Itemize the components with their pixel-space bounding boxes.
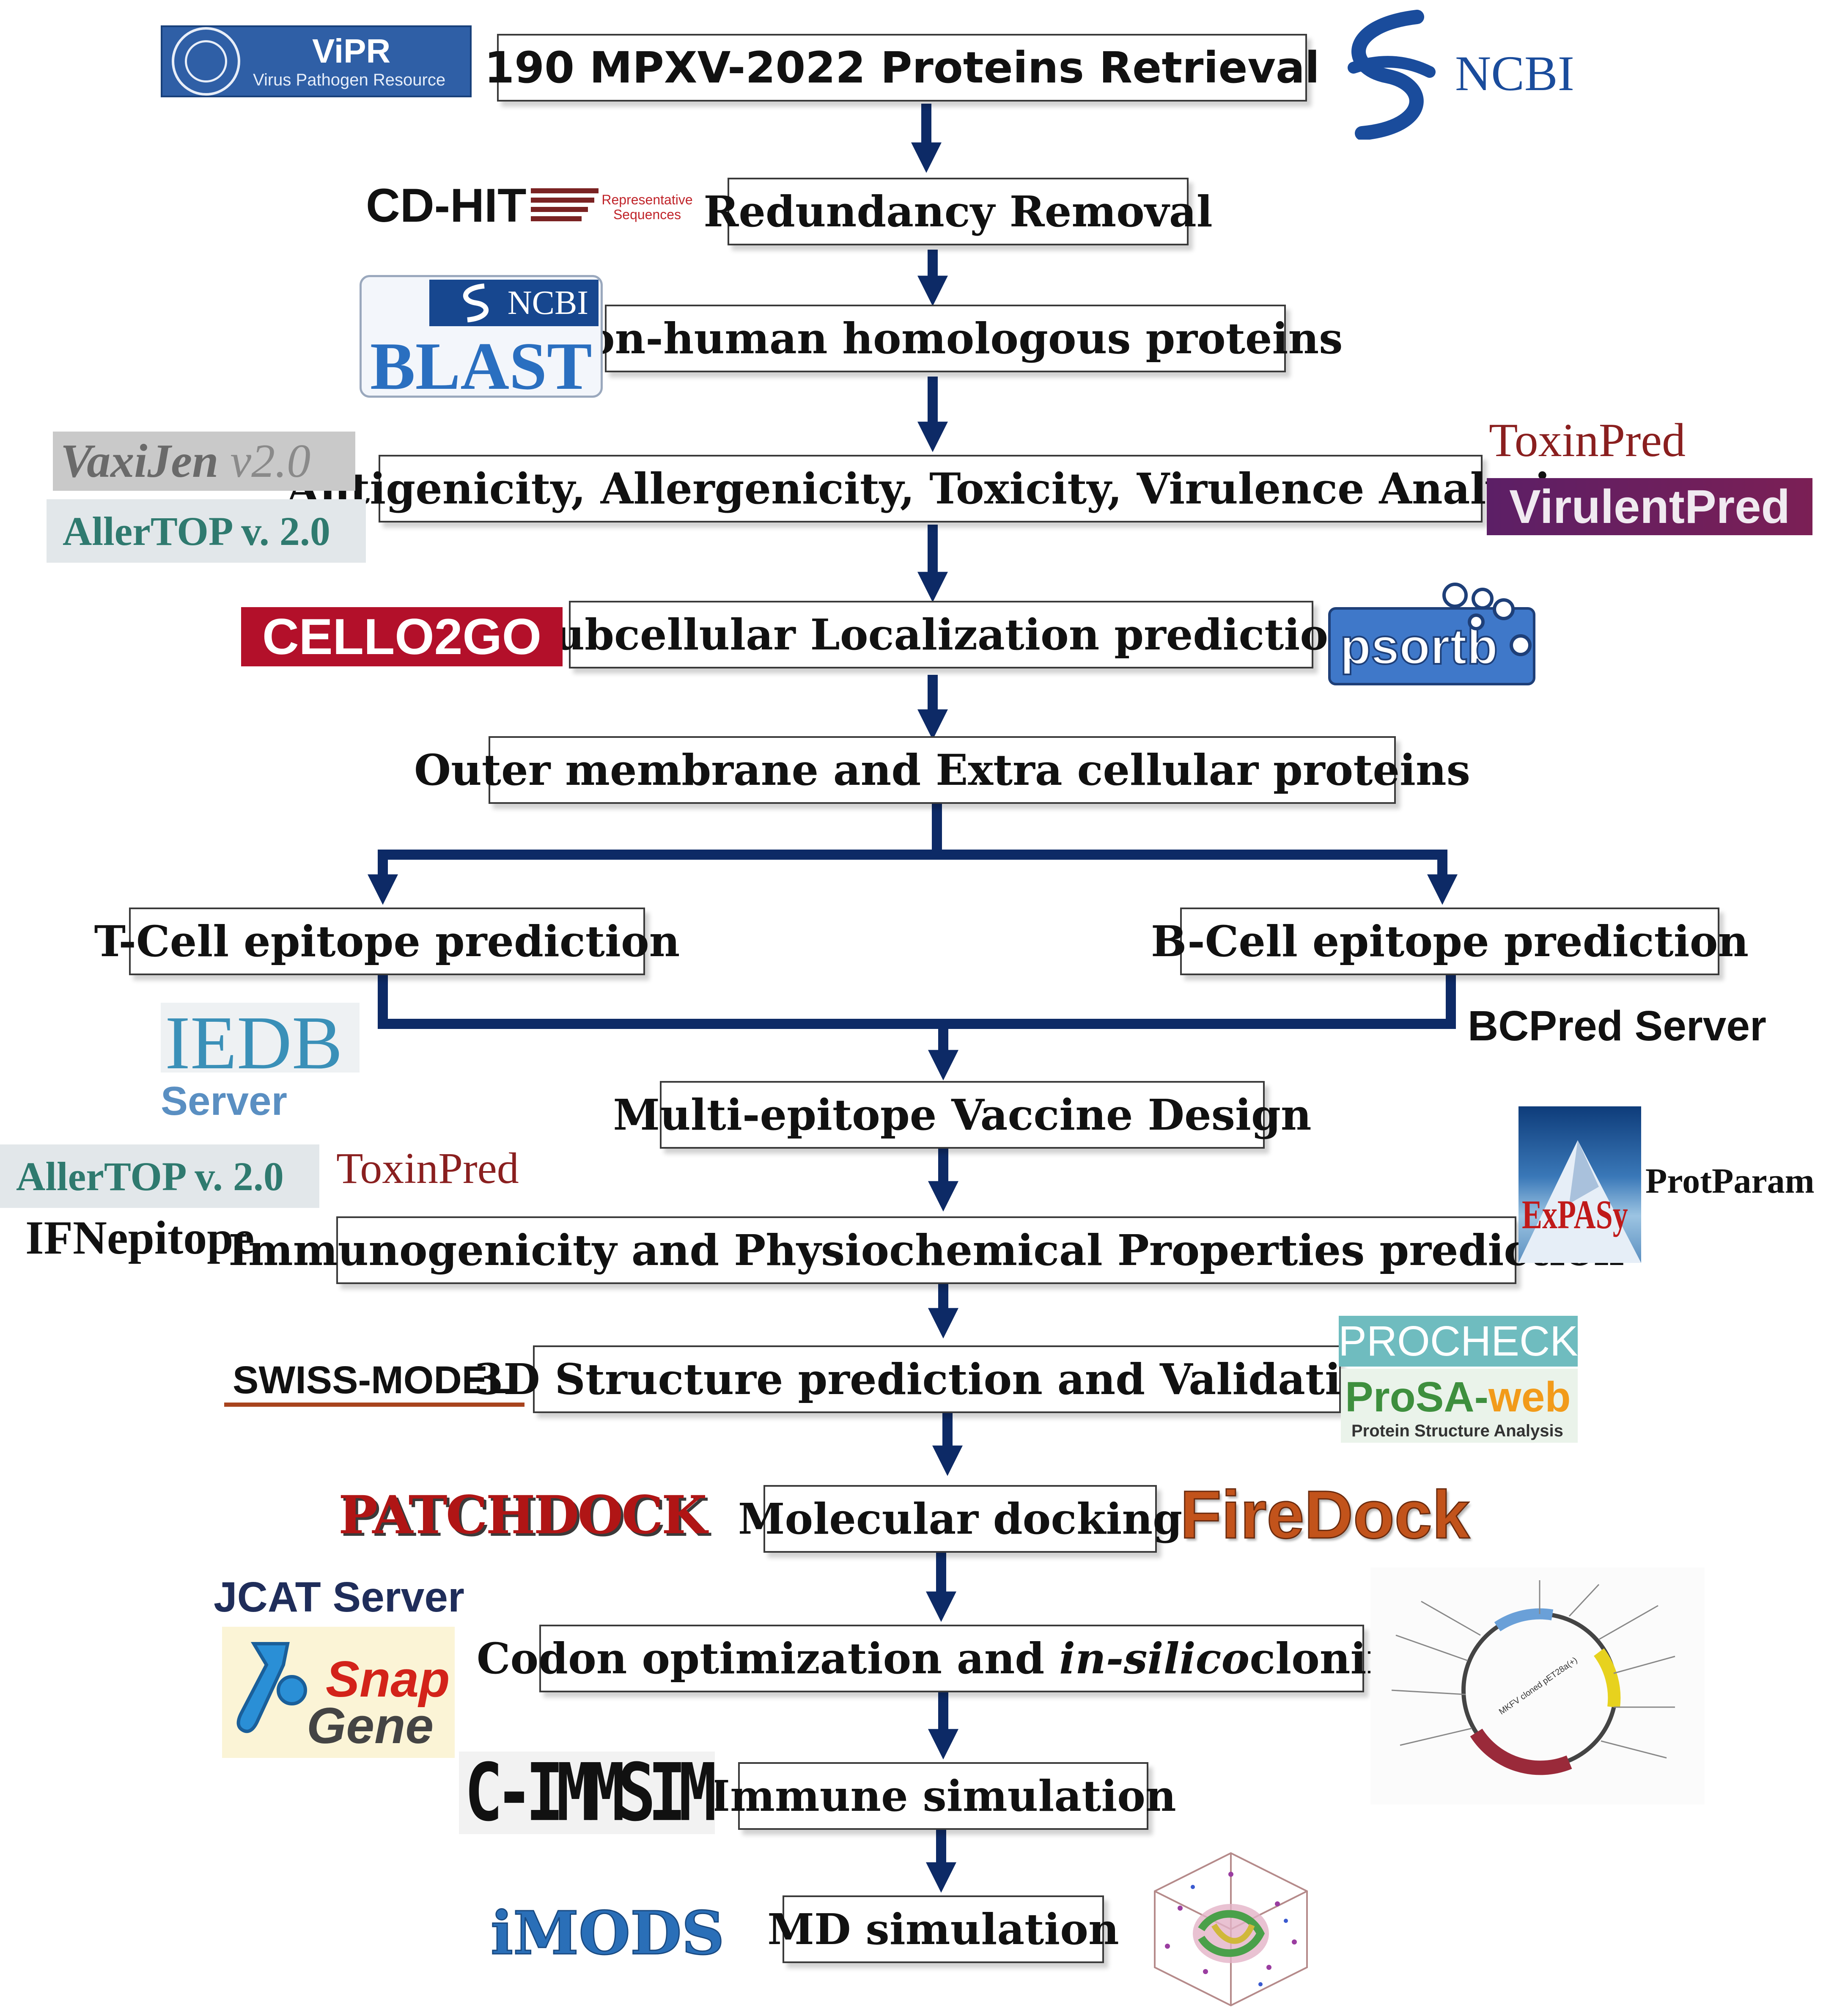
vipr-title: ViPR: [312, 32, 391, 70]
step-outer-membrane: Outer membrane and Extra cellular protei…: [414, 736, 1470, 804]
prosa-logo: ProSA-web Protein Structure Analysis: [1341, 1369, 1578, 1443]
prosa-web-text: web: [1488, 1373, 1571, 1421]
procheck-logo: PROCHECK: [1338, 1316, 1578, 1367]
prosa-text: ProSA-: [1345, 1373, 1488, 1421]
step-t-cell-epitope: T-Cell epitope prediction: [94, 908, 680, 975]
blast-ncbi-text: NCBI: [507, 284, 588, 322]
blast-logo: NCBI BLAST: [360, 275, 603, 404]
blast-ncbi-bar: NCBI: [429, 280, 599, 326]
cdhit-tagline: Representative Sequences: [601, 192, 693, 223]
jcat-label: JCAT Server: [214, 1573, 464, 1621]
branch-merge: [378, 975, 1456, 1029]
expasy-text: ExPASy: [1522, 1192, 1628, 1237]
step-immune-simulation: Immune simulation: [710, 1762, 1176, 1830]
snapgene-logo: Snap Gene: [222, 1627, 455, 1758]
branch-split: [368, 804, 942, 905]
vaxijen-logo: VaxiJen v2.0: [53, 432, 355, 491]
ifnepitope-logo: IFNepitope: [25, 1212, 255, 1264]
step-md-simulation: MD simulation: [767, 1895, 1119, 1963]
blast-helix-icon: [463, 283, 489, 322]
step-redundancy-removal: Redundancy Removal: [703, 178, 1213, 245]
cdhit-logo: CD-HIT: [366, 179, 527, 232]
virulentpred-text: VirulentPred: [1509, 480, 1790, 533]
virulentpred-logo: VirulentPred: [1487, 478, 1812, 535]
protparam-label: ProtParam: [1645, 1161, 1815, 1201]
iedb-server-label: Server: [161, 1078, 287, 1124]
step-immunogenicity: Immunogenicity and Physiochemical Proper…: [228, 1216, 1624, 1284]
step-non-human-homologous: Non-human homologous proteins: [548, 305, 1343, 372]
vaxijen-text: VaxiJen: [60, 435, 219, 487]
ncbi-label: NCBI: [1455, 46, 1574, 101]
allertop2-text: AllerTOP v. 2.0: [16, 1153, 284, 1199]
step-codon-optimization: Codon optimization and in-silico cloning: [477, 1625, 1427, 1692]
step-b-cell-epitope: B-Cell epitope prediction: [1151, 908, 1749, 975]
vipr-subtitle: Virus Pathogen Resource: [253, 71, 446, 89]
vaxijen-version: v2.0: [230, 435, 311, 487]
swissmodel-logo: SWISS-MODEL: [224, 1354, 524, 1407]
patchdock-logo: PATCHDOCK: [338, 1485, 707, 1546]
cimmsim-text: C-IMMSIM: [464, 1746, 717, 1839]
procheck-text: PROCHECK: [1338, 1317, 1578, 1365]
step-antigenicity-analysis: Antigenicity, Allergenicity, Toxicity, V…: [287, 455, 1574, 523]
swissmodel-text: SWISS-MODEL: [233, 1359, 512, 1402]
snap-text: Snap: [326, 1651, 450, 1708]
mountain-icon: [1518, 1140, 1641, 1263]
expasy-logo: ExPASy: [1518, 1106, 1641, 1263]
plasmid-map-icon: MKFV cloned pET28a(+): [1370, 1568, 1705, 1804]
step-codon-text: Codon optimization and: [476, 1634, 1045, 1683]
step-3d-structure: 3D Structure prediction and Validation: [474, 1345, 1400, 1413]
bcpred-logo: BCPred Server: [1468, 1002, 1766, 1050]
step-proteins-retrieval: 190 MPXV-2022 Proteins Retrieval: [484, 34, 1320, 102]
step-codon-italic: in-silico: [1059, 1634, 1250, 1683]
allertop-logo: AllerTOP v. 2.0: [47, 499, 366, 563]
psortb-logo: psortb: [1328, 582, 1540, 692]
imods-logo: iMODS: [490, 1899, 725, 1968]
branch-split-right: [937, 850, 1458, 905]
step-subcellular-localization: Subcellular Localization prediction: [523, 601, 1359, 668]
toxinpred-logo-2: ToxinPred: [336, 1144, 519, 1193]
toxinpred-logo: ToxinPred: [1489, 414, 1686, 467]
vipr-seal-icon: [172, 27, 240, 96]
allertop-text: AllerTOP v. 2.0: [63, 508, 330, 554]
prosa-subtitle: Protein Structure Analysis: [1351, 1422, 1563, 1440]
step-multi-epitope-vaccine: Multi-epitope Vaccine Design: [613, 1081, 1312, 1149]
ncbi-helix-icon: [1348, 10, 1436, 140]
md-cube-icon: [1154, 1852, 1308, 2007]
cimmsim-logo: C-IMMSIM: [459, 1747, 717, 1839]
vipr-logo: ViPR Virus Pathogen Resource: [161, 25, 472, 97]
iedb-text: IEDB: [165, 1001, 343, 1085]
allertop-logo-2: AllerTOP v. 2.0: [0, 1144, 319, 1208]
iedb-logo: IEDB: [161, 1003, 360, 1081]
blast-text: BLAST: [370, 328, 592, 404]
psortb-bubbles-icon: [1442, 583, 1532, 656]
firedock-logo: FireDock: [1180, 1477, 1471, 1552]
cdhit-stack-icon: [531, 188, 599, 221]
cello2go-text: CELLO2GO: [262, 608, 542, 665]
tube-icon: [236, 1642, 307, 1733]
cello2go-logo: CELLO2GO: [241, 607, 563, 666]
gene-text: Gene: [307, 1697, 434, 1754]
step-molecular-docking: Molecular docking: [738, 1485, 1182, 1553]
